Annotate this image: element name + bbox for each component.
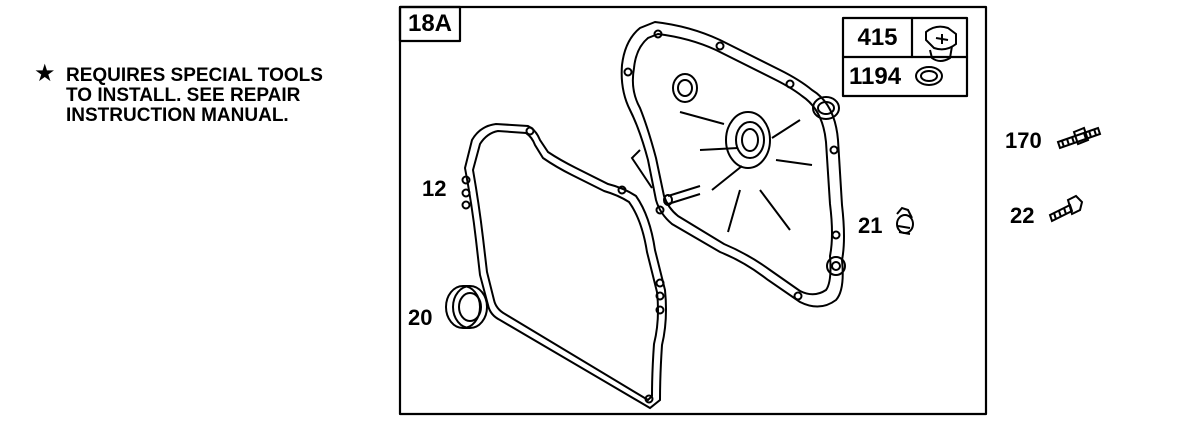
note-line-2: TO INSTALL. SEE REPAIR xyxy=(66,85,301,106)
gasket-icon xyxy=(461,122,667,410)
star-icon: ★ xyxy=(34,60,56,87)
note-line-3: INSTRUCTION MANUAL. xyxy=(66,105,289,126)
part-label-fitting[interactable]: 21 xyxy=(858,213,883,238)
washer-icon xyxy=(915,66,943,86)
part-label-gasket[interactable]: 12 xyxy=(422,176,447,201)
drain-plug-icon xyxy=(925,25,957,62)
kit-label-drain-plug[interactable]: 415 xyxy=(857,23,898,51)
part-label-screw[interactable]: 22 xyxy=(1010,203,1035,228)
part-label-stud[interactable]: 170 xyxy=(1005,128,1042,153)
crankcase-cover-icon xyxy=(620,20,846,308)
diagram-id-box xyxy=(398,5,462,43)
diagram-id: 18A xyxy=(407,10,453,37)
part-label-oil-seal[interactable]: 20 xyxy=(408,305,433,330)
stud-icon xyxy=(1056,126,1102,150)
screw-icon xyxy=(1048,194,1084,223)
oil-seal-icon xyxy=(445,285,488,329)
note-line-1: REQUIRES SPECIAL TOOLS xyxy=(66,65,323,86)
diagram-frame xyxy=(398,5,988,416)
kit-label-washer[interactable]: 1194 xyxy=(849,62,902,90)
fitting-icon xyxy=(896,206,914,235)
